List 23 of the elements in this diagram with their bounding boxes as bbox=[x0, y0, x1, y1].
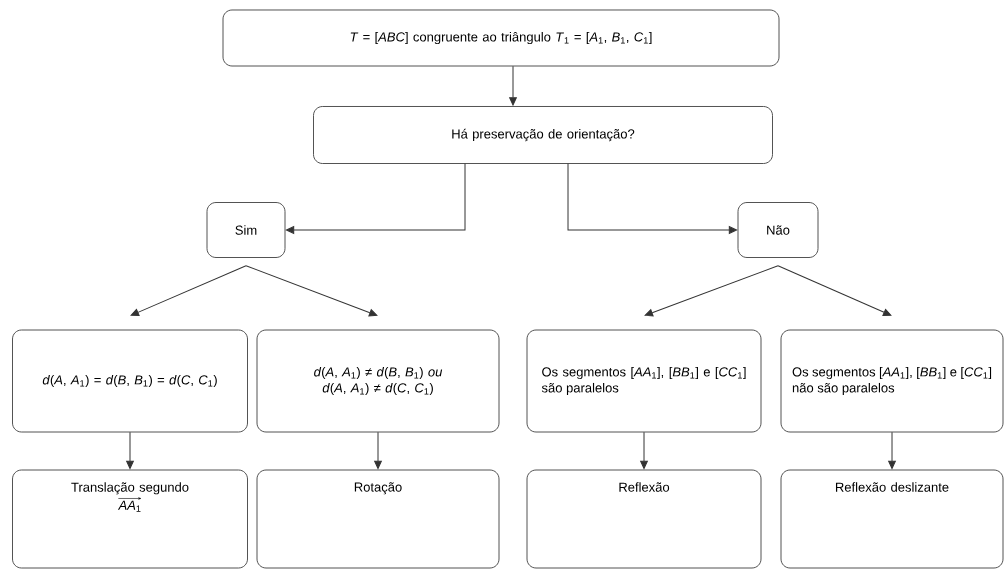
arrow bbox=[509, 65, 517, 106]
arrow bbox=[644, 265, 779, 317]
arrow bbox=[640, 431, 648, 470]
decision-box: Há preservação de orientação? bbox=[313, 106, 773, 164]
process-box: d(A, A$_{1}$) ≠ d(B, B$_{1}$) ou d(A, A$_{1}$) ≠ d(C, C$_{1}$) bbox=[256, 329, 500, 433]
arrow bbox=[130, 265, 247, 316]
arrow bbox=[245, 265, 378, 317]
arrow bbox=[285, 163, 466, 234]
process-box: Reflexão bbox=[526, 469, 762, 569]
arrow bbox=[374, 431, 382, 470]
process-box: Rotação bbox=[256, 469, 500, 569]
arrow bbox=[567, 163, 738, 234]
arrow bbox=[777, 265, 892, 316]
process-box: Sim bbox=[206, 202, 286, 258]
process-box: d(A, A$_{1}$) = d(B, B$_{1}$) = d(C, C$_{1}$) bbox=[12, 329, 248, 433]
process-box: Os segmentos [AA$_{1}$], [BB$_{1}$] e [CC$_{1}$] não são paralelos bbox=[780, 329, 1004, 433]
process-box: Translação segundo AA$_{1}$ bbox=[12, 469, 248, 569]
arrow bbox=[888, 431, 896, 470]
process-box: T = [ABC] congruente ao triângulo T$_{1}$ = [A$_{1}$, B$_{1}$, C$_{1}$] bbox=[222, 9, 780, 67]
arrow bbox=[126, 431, 134, 470]
process-box: Não bbox=[737, 202, 819, 258]
process-box: Os segmentos [AA$_{1}$], [BB$_{1}$] e [CC$_{1}$] são paralelos bbox=[526, 329, 762, 433]
process-box: Reflexão deslizante bbox=[780, 469, 1004, 569]
